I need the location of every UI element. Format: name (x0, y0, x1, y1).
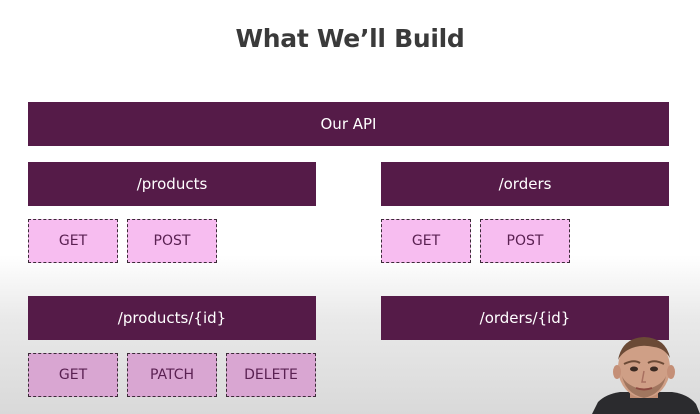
method-label: GET (58, 233, 88, 249)
product-by-id-patch-method: PATCH (127, 353, 217, 397)
product-by-id-get-method: GET (28, 353, 118, 397)
orders-post-method: POST (480, 219, 570, 263)
api-label: Our API (320, 115, 377, 133)
slide-title: What We’ll Build (235, 24, 465, 53)
products-post-method: POST (127, 219, 217, 263)
method-label: POST (153, 233, 191, 249)
method-label: GET (58, 367, 88, 383)
api-bar: Our API (28, 102, 669, 146)
presenter-image (592, 337, 700, 414)
products-get-method: GET (28, 219, 118, 263)
products-endpoint-label: /products (136, 175, 208, 193)
product-by-id-delete-method: DELETE (226, 353, 316, 397)
products-endpoint-bar: /products (28, 162, 316, 206)
method-label: PATCH (149, 367, 195, 383)
product-by-id-endpoint-bar: /products/{id} (28, 296, 316, 340)
method-label: POST (506, 233, 544, 249)
presenter-webcam (592, 334, 700, 414)
method-label: DELETE (244, 367, 298, 383)
order-by-id-endpoint-bar: /orders/{id} (381, 296, 669, 340)
orders-endpoint-bar: /orders (381, 162, 669, 206)
product-by-id-endpoint-label: /products/{id} (117, 309, 227, 327)
method-label: GET (411, 233, 441, 249)
orders-endpoint-label: /orders (498, 175, 552, 193)
orders-get-method: GET (381, 219, 471, 263)
order-by-id-endpoint-label: /orders/{id} (479, 309, 571, 327)
